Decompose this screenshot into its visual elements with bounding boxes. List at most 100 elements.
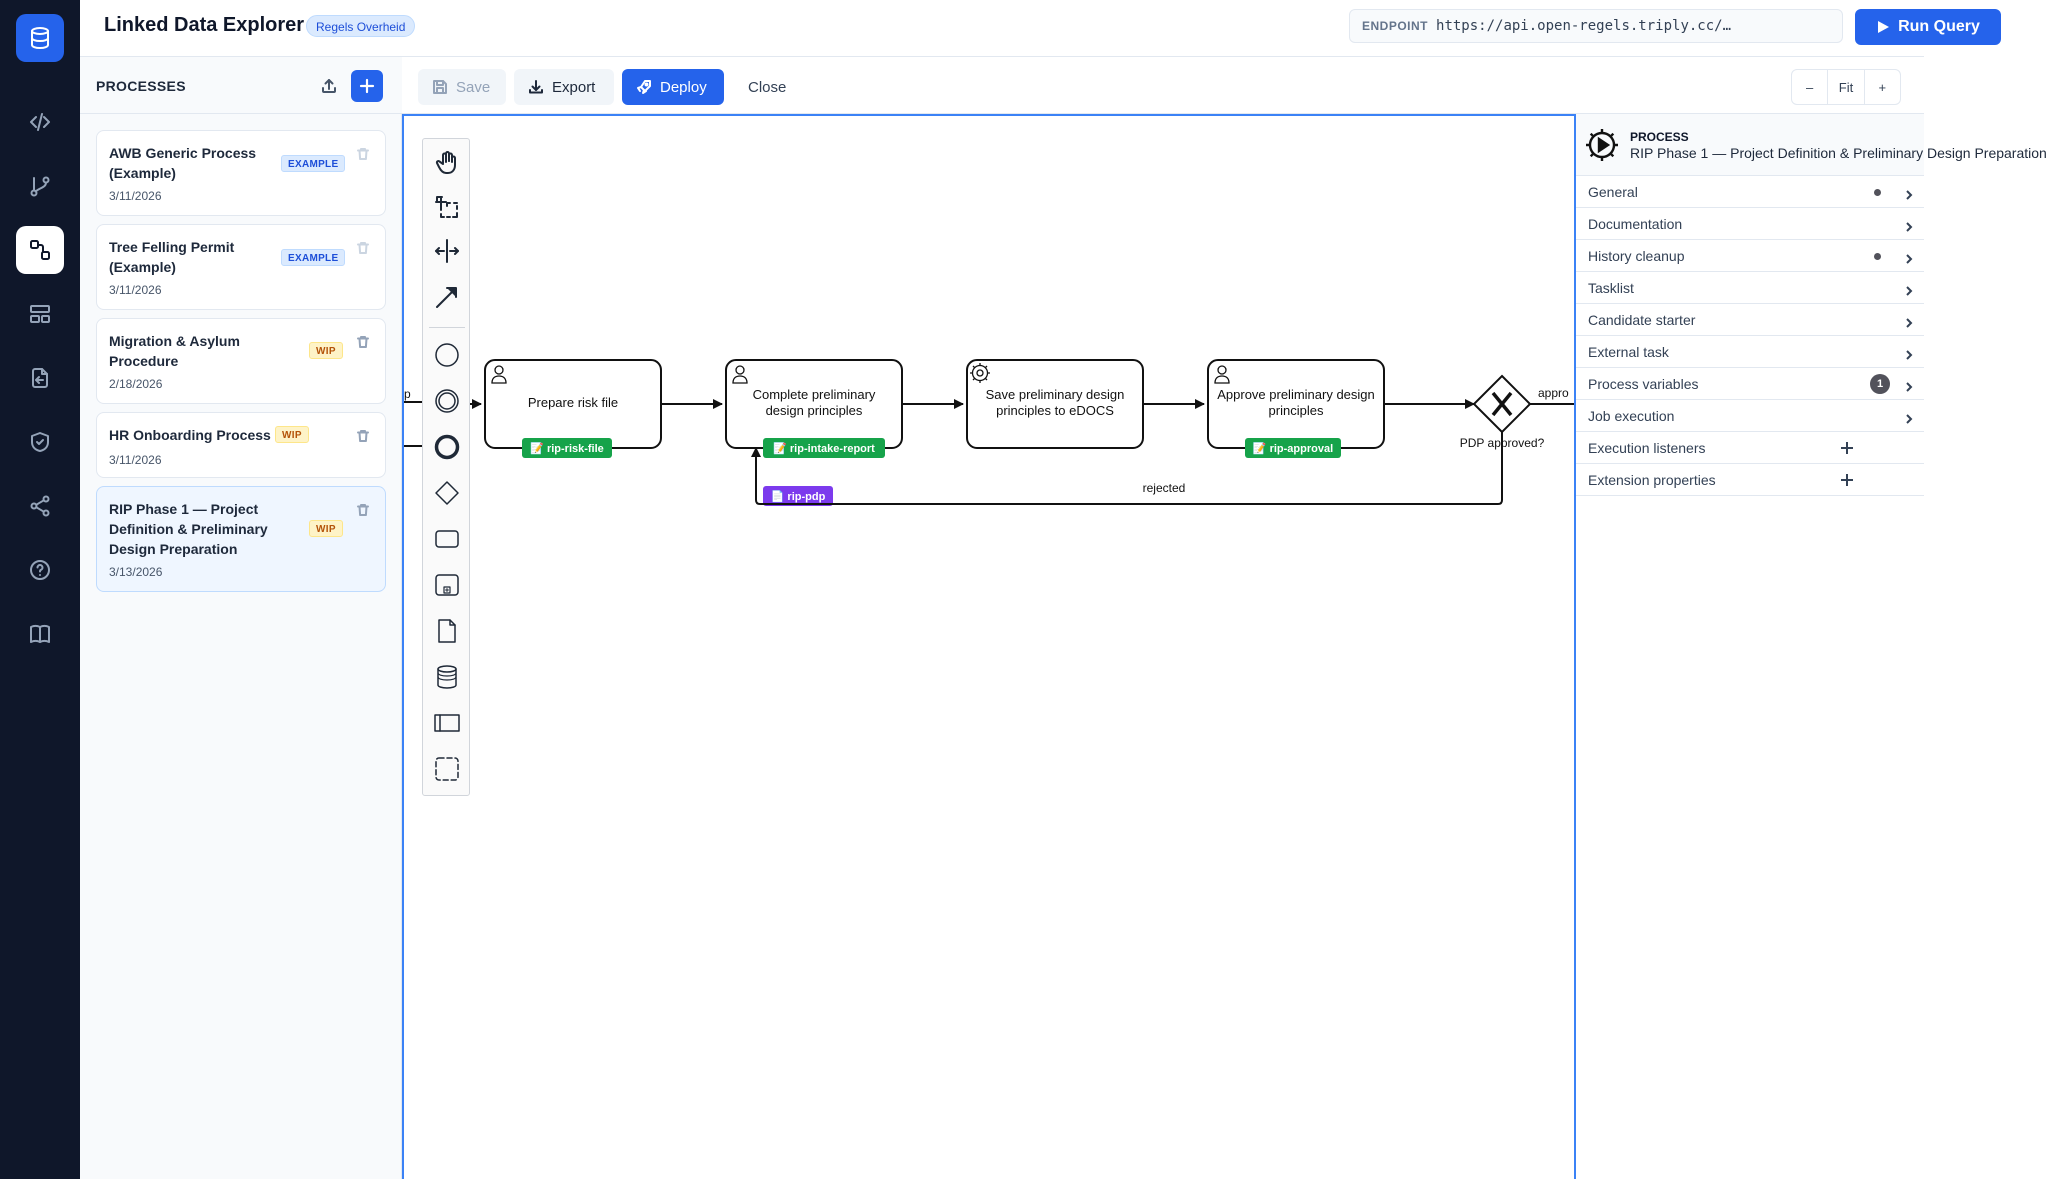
chevron-right-icon[interactable] [1904, 219, 1914, 232]
data-store-icon[interactable] [431, 661, 463, 693]
properties-group-general[interactable]: General [1576, 176, 1924, 208]
form-tag[interactable]: 📝 rip-risk-file [522, 438, 612, 458]
hand-tool-icon[interactable] [431, 147, 463, 179]
wip-tag: WIP [275, 426, 309, 443]
endpoint-url[interactable]: https://api.open-regels.triply.cc/… [1436, 18, 1732, 34]
trash-icon[interactable] [356, 503, 370, 517]
connect-tool-icon[interactable] [431, 281, 463, 313]
end-event-icon[interactable] [431, 431, 463, 463]
zoom-in-button[interactable]: + [1878, 79, 1887, 95]
document-tag[interactable]: 📄 rip-pdp [763, 486, 833, 506]
help-icon[interactable] [16, 546, 64, 594]
process-card-date: 3/11/2026 [109, 283, 162, 297]
task-icon[interactable] [431, 523, 463, 555]
space-tool-icon[interactable] [431, 235, 463, 267]
properties-panel: PROCESS RIP Phase 1 — Project Definition… [1576, 114, 2047, 1179]
has-value-dot [1874, 253, 1881, 260]
user-task[interactable]: Approve preliminary design principles [1207, 359, 1385, 449]
process-card[interactable]: Migration & Asylum Procedure 2/18/2026 W… [96, 318, 386, 404]
export-button[interactable]: Export [514, 69, 614, 105]
subprocess-icon[interactable] [431, 569, 463, 601]
trash-icon[interactable] [356, 147, 370, 161]
properties-group-documentation[interactable]: Documentation [1576, 208, 1924, 240]
layout-icon[interactable] [16, 290, 64, 338]
properties-group-label: History cleanup [1588, 248, 1685, 264]
zoom-out-button[interactable]: – [1792, 70, 1829, 104]
process-card-name-line: Definition & Preliminary [109, 521, 268, 537]
trash-icon[interactable] [356, 335, 370, 349]
run-query-button[interactable]: Run Query [1855, 9, 2001, 45]
add-icon[interactable] [1840, 473, 1854, 487]
chevron-right-icon[interactable] [1904, 315, 1914, 328]
gateway-icon[interactable] [431, 477, 463, 509]
endpoint-field[interactable]: ENDPOINT https://api.open-regels.triply.… [1349, 9, 1843, 43]
import-icon[interactable] [16, 354, 64, 402]
close-button[interactable]: Close [748, 78, 787, 96]
properties-group-job-execution[interactable]: Job execution [1576, 400, 1924, 432]
code-icon[interactable] [16, 98, 64, 146]
save-button[interactable]: Save [418, 69, 506, 105]
has-value-dot [1874, 189, 1881, 196]
chevron-right-icon[interactable] [1904, 187, 1914, 200]
process-card-selected[interactable]: RIP Phase 1 — Project Definition & Preli… [96, 486, 386, 592]
chevron-right-icon[interactable] [1904, 251, 1914, 264]
user-icon [732, 365, 748, 384]
branch-icon[interactable] [16, 162, 64, 210]
properties-group-label: Extension properties [1588, 472, 1716, 488]
properties-group-execution-listeners[interactable]: Execution listeners [1576, 432, 1924, 464]
start-event-icon[interactable] [431, 339, 463, 371]
add-icon[interactable] [1840, 441, 1854, 455]
book-icon[interactable] [16, 610, 64, 658]
flow-label: p [404, 387, 411, 401]
sequence-flow[interactable] [751, 432, 1503, 505]
properties-group-extension-properties[interactable]: Extension properties [1576, 464, 1924, 496]
save-icon [433, 80, 447, 94]
form-tag-label: 📝 rip-intake-report [773, 442, 875, 455]
process-card-name-line: HR Onboarding Process [109, 427, 271, 443]
form-tag[interactable]: 📝 rip-approval [1245, 438, 1341, 458]
user-task[interactable]: Complete preliminary design principles [725, 359, 903, 449]
process-icon[interactable] [16, 226, 64, 274]
intermediate-event-icon[interactable] [431, 385, 463, 417]
pool-icon[interactable] [431, 707, 463, 739]
chevron-right-icon[interactable] [1904, 347, 1914, 360]
share-icon[interactable] [16, 482, 64, 530]
chevron-right-icon[interactable] [1904, 411, 1914, 424]
properties-group-label: Candidate starter [1588, 312, 1696, 328]
properties-group-label: Process variables [1588, 376, 1699, 392]
trash-icon[interactable] [356, 429, 370, 443]
group-icon[interactable] [431, 753, 463, 785]
upload-process-button[interactable] [314, 71, 344, 101]
process-card[interactable]: HR Onboarding Process 3/11/2026 WIP [96, 412, 386, 478]
properties-group-external-task[interactable]: External task [1576, 336, 1924, 368]
deploy-button[interactable]: Deploy [622, 69, 724, 105]
upload-icon [322, 79, 336, 93]
database-icon[interactable] [16, 14, 64, 62]
shield-icon[interactable] [16, 418, 64, 466]
service-task[interactable]: Save preliminary design principles to eD… [966, 359, 1144, 449]
bpmn-canvas[interactable]: p Prepare risk file 📝 rip-risk-file Comp… [402, 114, 1576, 1179]
app-badge: Regels Overheid [306, 15, 416, 37]
properties-header: PROCESS RIP Phase 1 — Project Definition… [1576, 114, 2047, 176]
process-card-name-line: Design Preparation [109, 541, 238, 557]
properties-group-candidate-starter[interactable]: Candidate starter [1576, 304, 1924, 336]
process-card[interactable]: Tree Felling Permit (Example) 3/11/2026 … [96, 224, 386, 310]
trash-icon[interactable] [356, 241, 370, 255]
exclusive-gateway[interactable] [1472, 374, 1532, 434]
add-process-button[interactable] [351, 70, 383, 102]
chevron-right-icon[interactable] [1904, 379, 1914, 392]
properties-group-label: Execution listeners [1588, 440, 1706, 456]
save-label: Save [456, 78, 491, 96]
zoom-fit-button[interactable]: Fit [1828, 70, 1865, 104]
properties-group-tasklist[interactable]: Tasklist [1576, 272, 1924, 304]
nav-rail [0, 0, 80, 1179]
wip-tag: WIP [309, 342, 343, 359]
user-task[interactable]: Prepare risk file [484, 359, 662, 449]
form-tag[interactable]: 📝 rip-intake-report [763, 438, 885, 458]
chevron-right-icon[interactable] [1904, 283, 1914, 296]
process-card[interactable]: AWB Generic Process (Example) 3/11/2026 … [96, 130, 386, 216]
data-object-icon[interactable] [431, 615, 463, 647]
lasso-tool-icon[interactable] [431, 191, 463, 223]
properties-group-history-cleanup[interactable]: History cleanup [1576, 240, 1924, 272]
